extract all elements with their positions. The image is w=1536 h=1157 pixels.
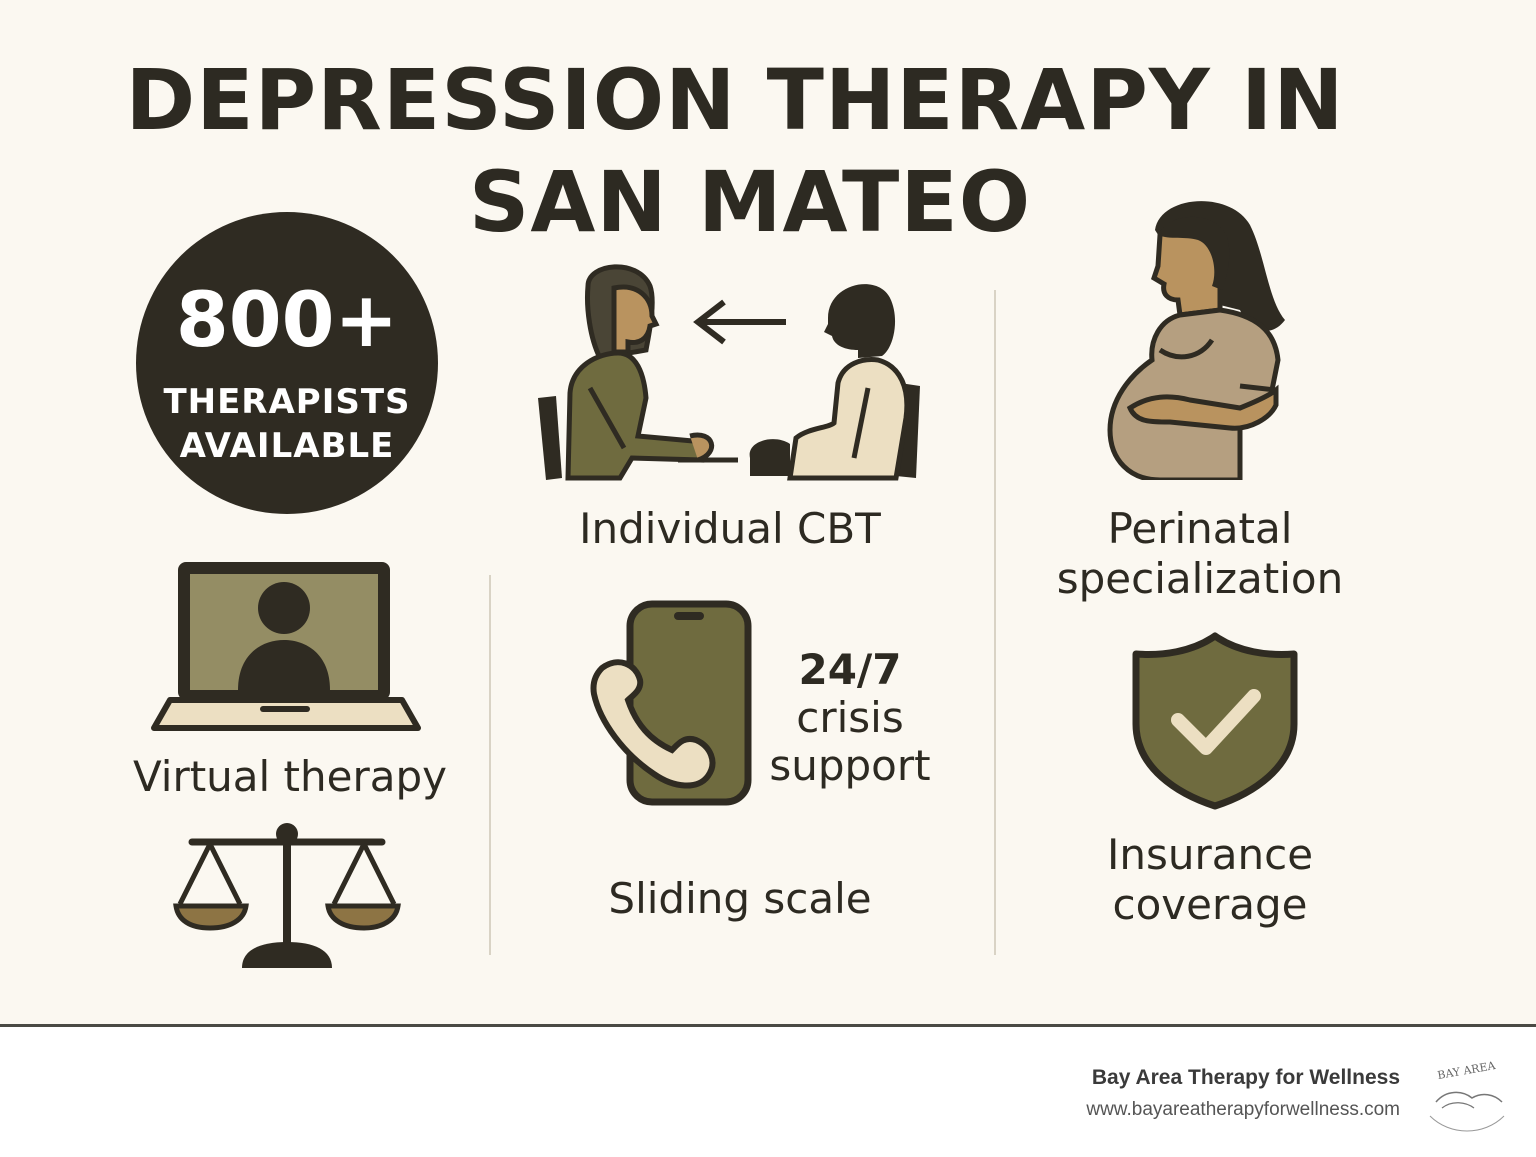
- perinatal-line-1: Perinatal: [1107, 504, 1293, 553]
- divider-left: [489, 575, 491, 955]
- crisis-phone-icon: [590, 600, 752, 806]
- individual-cbt-label: Individual CBT: [579, 504, 881, 553]
- balance-scale-icon: [173, 823, 401, 968]
- page-title-line-2: SAN MATEO: [468, 153, 1032, 251]
- insurance-coverage-label: Insurance coverage: [1030, 830, 1390, 931]
- laptop-video-call-icon: [151, 562, 421, 731]
- crisis-support-label: 24/7 crisis support: [760, 646, 940, 790]
- crisis-line-2: crisis: [796, 693, 904, 742]
- brand-logo: BAY AREA: [1429, 1059, 1505, 1132]
- badge-line-1: THERAPISTS: [163, 382, 411, 422]
- brand-url-link[interactable]: www.bayareatherapyforwellness.com: [1086, 1099, 1400, 1120]
- badge-line-2: AVAILABLE: [179, 426, 395, 466]
- perinatal-line-2: specialization: [1056, 554, 1344, 604]
- page-title-line-1: DEPRESSION THERAPY IN: [125, 51, 1345, 149]
- therapists-count-badge: 800+ THERAPISTS AVAILABLE: [136, 212, 438, 514]
- counseling-session-icon: [538, 264, 920, 481]
- virtual-therapy-label: Virtual therapy: [132, 752, 448, 801]
- insurance-line-1: Insurance: [1106, 830, 1314, 879]
- brand-name: Bay Area Therapy for Wellness: [1091, 1066, 1400, 1089]
- logo-text: BAY AREA: [1436, 1059, 1497, 1082]
- perinatal-specialization-label: Perinatal specialization: [1020, 504, 1380, 605]
- sliding-scale-label: Sliding scale: [608, 874, 872, 923]
- crisis-line-3: support: [769, 741, 931, 790]
- divider-right: [994, 290, 996, 955]
- therapists-count: 800+: [175, 275, 399, 364]
- footer: [0, 1024, 1536, 1157]
- pregnant-woman-icon: [1107, 201, 1285, 480]
- crisis-line-1: 24/7: [798, 645, 902, 694]
- insurance-shield-icon: [1132, 632, 1298, 810]
- insurance-line-2: coverage: [1112, 880, 1308, 930]
- therapists-available-label: THERAPISTS AVAILABLE: [136, 380, 438, 468]
